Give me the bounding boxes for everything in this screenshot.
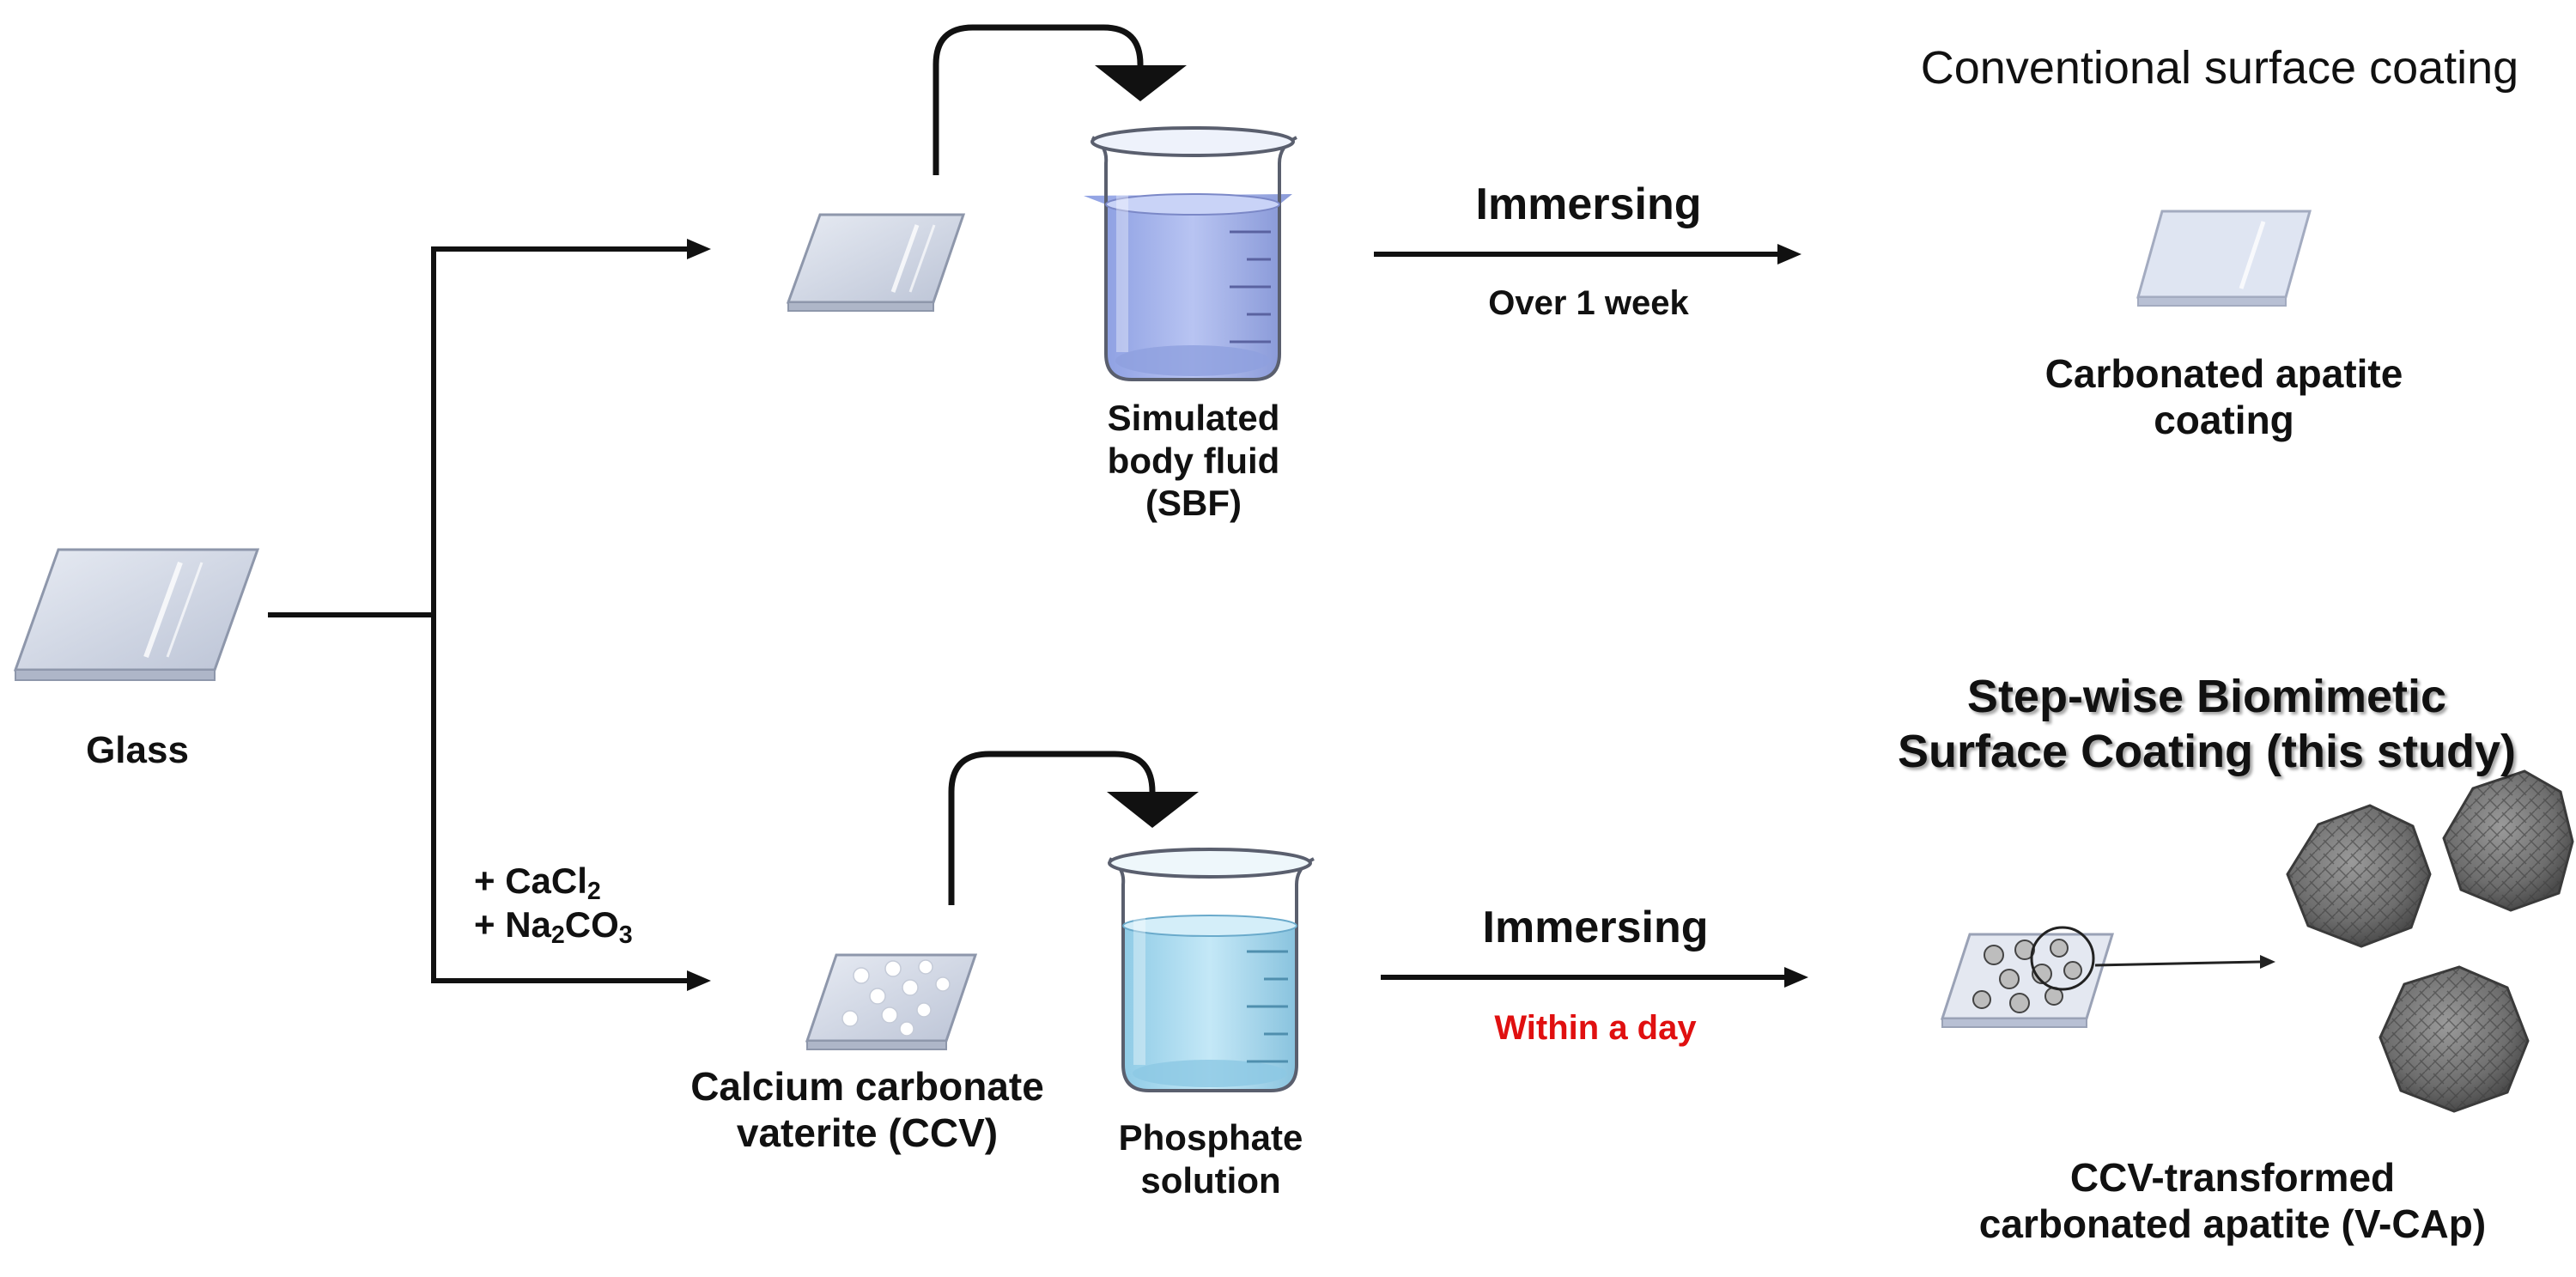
top-immersing-label: Immersing bbox=[1475, 179, 1702, 229]
beaker-sbf bbox=[1084, 126, 1297, 381]
glass-slide-top bbox=[786, 213, 966, 312]
glass-slide-result-top bbox=[2136, 210, 2312, 307]
top-result-label: Carbonated apatite coating bbox=[2044, 351, 2403, 443]
reagents-label: + CaCl2 + Na2CO3 bbox=[474, 859, 633, 950]
bottom-transfer-arrowhead bbox=[1107, 792, 1199, 828]
ccv-particles bbox=[841, 959, 951, 1037]
ccv-label: Calcium carbonate vaterite (CCV) bbox=[690, 1064, 1044, 1156]
bottom-duration-label: Within a day bbox=[1494, 1009, 1697, 1047]
bottom-immersing-arrowhead bbox=[1784, 967, 1808, 988]
vcap-crystal-1 bbox=[2286, 804, 2432, 948]
flow-connectors bbox=[268, 24, 1784, 983]
vcap-crystal-3 bbox=[2379, 965, 2530, 1113]
glass-label: Glass bbox=[86, 729, 189, 771]
reagent-na2co3: + Na2CO3 bbox=[474, 904, 633, 950]
top-section-title: Conventional surface coating bbox=[1920, 42, 2519, 94]
arrow-heads bbox=[687, 65, 1808, 991]
vcap-crystal-clusters bbox=[2286, 769, 2574, 1113]
vcap-particles-small bbox=[1972, 939, 2082, 1013]
phosphate-label: Phosphate solution bbox=[1118, 1117, 1303, 1201]
glass-slide-ccv bbox=[805, 953, 978, 1050]
glass-slide-large bbox=[13, 548, 260, 681]
top-transfer-curve bbox=[933, 24, 1144, 175]
zoom-circle bbox=[2030, 926, 2095, 991]
top-immersing-arrowhead bbox=[1777, 244, 1801, 265]
zoom-arrow-line bbox=[2094, 960, 2261, 967]
bottom-immersing-label: Immersing bbox=[1482, 903, 1709, 952]
beaker-phosphate bbox=[1108, 848, 1315, 1092]
reagent-cacl2: + CaCl2 bbox=[474, 860, 601, 906]
vcap-crystal-2 bbox=[2442, 769, 2574, 912]
sbf-label: Simulated body fluid (SBF) bbox=[1107, 398, 1280, 524]
glass-slide-result-bottom bbox=[1940, 926, 2275, 1028]
top-duration-label: Over 1 week bbox=[1488, 284, 1689, 322]
top-transfer-arrowhead bbox=[1095, 65, 1187, 101]
bottom-result-label: CCV-transformed carbonated apatite (V-CA… bbox=[1978, 1155, 2487, 1247]
branch-top-arrowhead bbox=[687, 239, 711, 259]
bottom-section-title: Step-wise Biomimetic Surface Coating (th… bbox=[1897, 671, 2517, 777]
zoom-arrowhead bbox=[2260, 955, 2275, 969]
branch-bottom-arrowhead bbox=[687, 970, 711, 991]
bottom-transfer-curve bbox=[948, 751, 1156, 905]
